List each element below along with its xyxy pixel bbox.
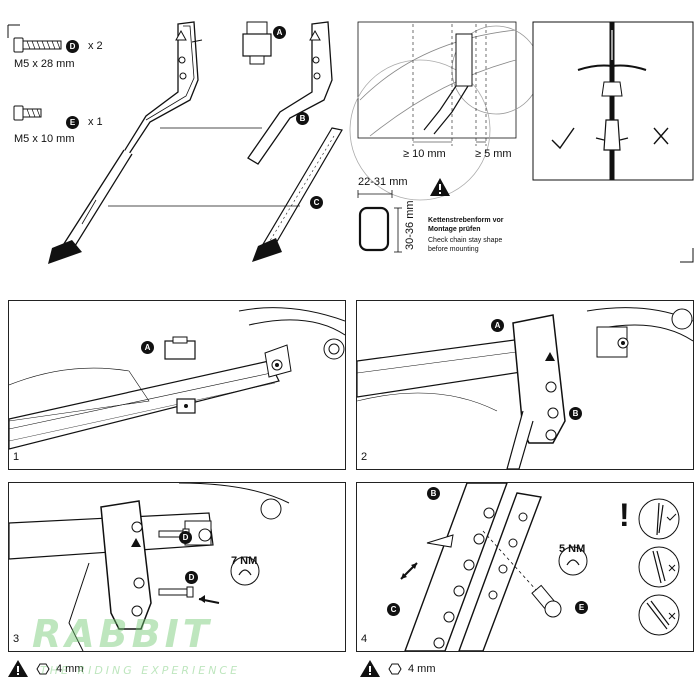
bolt-d-icon [13, 37, 62, 53]
step4-part-e-badge: E [575, 601, 588, 614]
step4-tool-size: 4 mm [408, 663, 436, 675]
checkmark-icon [551, 127, 575, 150]
step3-part-d-badge-bottom: D [185, 571, 198, 584]
kickstand-leg-c [252, 127, 343, 262]
step4-illustration [400, 483, 680, 651]
clamp-bracket-a [242, 21, 272, 65]
clearance-left: ≥ 10 mm [403, 148, 446, 160]
step-4-number: 4 [361, 633, 368, 645]
chainstay-height: 30-36 mm [404, 200, 416, 250]
bolt-e-icon [13, 105, 42, 121]
part-c-badge: C [310, 196, 323, 209]
chainstay-note-en-2: before mounting [428, 246, 479, 253]
clearance-diagram [349, 21, 541, 201]
step4-part-c-badge: C [387, 603, 400, 616]
kickstand-assembled [48, 21, 203, 264]
part-e-qty: x 1 [88, 116, 103, 128]
step-panel-2: A B 2 [356, 300, 694, 470]
bike-top-view [532, 21, 694, 181]
kickstand-upper-b [247, 21, 333, 165]
part-d-qty: x 2 [88, 40, 103, 52]
watermark-logo: RABBIT [32, 612, 213, 656]
step4-part-b-badge: B [427, 487, 440, 500]
step-3-number: 3 [13, 633, 20, 645]
chainstay-note-en-1: Check chain stay shape [428, 237, 503, 244]
chainstay-width: 22-31 mm [358, 176, 408, 188]
step2-part-b-badge: B [569, 407, 582, 420]
step3-tool-size: 4 mm [56, 663, 84, 675]
part-a-badge: A [273, 26, 286, 39]
step3-illustration [9, 483, 290, 651]
part-b-badge: B [296, 112, 309, 125]
cross-icon [653, 127, 669, 145]
part-e-spec: M5 x 10 mm [14, 133, 75, 145]
step4-warning-symbol: ! [619, 497, 630, 533]
chainstay-shape-diagram [357, 190, 402, 253]
step3-torque-value: 7 NM [231, 555, 258, 567]
step-1-number: 1 [13, 451, 20, 463]
step2-part-a-badge: A [491, 319, 504, 332]
part-e-badge: E [66, 116, 79, 129]
step-panel-4: B C E 5 NM ! 4 [356, 482, 694, 652]
step2-illustration [357, 307, 693, 469]
warning-icon [430, 178, 450, 196]
part-d-badge: D [66, 40, 79, 53]
clearance-right: ≥ 5 mm [475, 148, 512, 160]
step3-part-d-badge-top: D [179, 531, 192, 544]
step1-part-a-badge: A [141, 341, 154, 354]
part-d-spec: M5 x 28 mm [14, 58, 75, 70]
step-2-number: 2 [361, 451, 368, 463]
chainstay-note-de: Kettenstrebenform vor Montage prüfen [428, 217, 504, 233]
step1-illustration [9, 307, 345, 450]
watermark-tagline: THE RIDING EXPERIENCE [40, 664, 241, 677]
step-panel-3: D D 7 NM 3 [8, 482, 346, 652]
step4-torque-value: 5 NM [559, 543, 586, 555]
step-panel-1: A 1 [8, 300, 346, 470]
